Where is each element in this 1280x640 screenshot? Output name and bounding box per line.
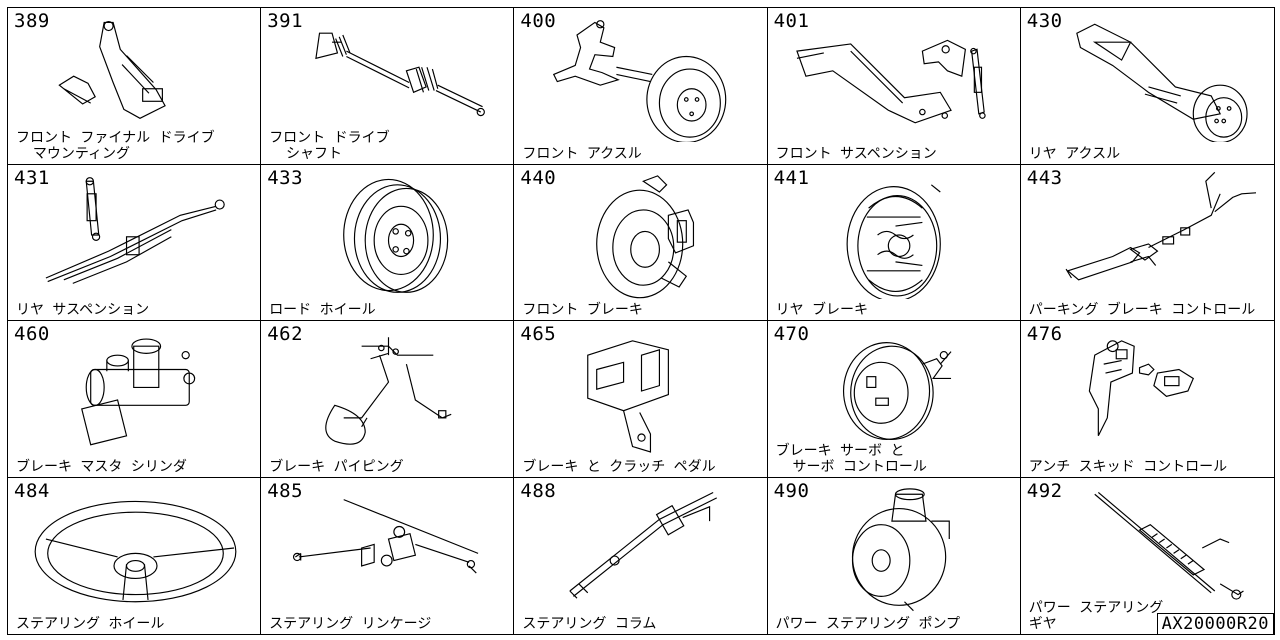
axle-illustration (553, 20, 727, 142)
part-group-465[interactable]: 465 ブレーキ と クラッチ ペダル (514, 321, 768, 478)
parking-brake-illustration (1065, 171, 1256, 280)
column-illustration (569, 491, 718, 599)
part-group-label: フロント ファイナル ドライブ マウンティング (16, 129, 215, 162)
part-group-number: 443 (1026, 166, 1063, 189)
rear-axle-illustration (1075, 23, 1248, 142)
part-group-400[interactable]: 400 フロント アクスル (514, 8, 768, 165)
part-group-443[interactable]: 443 パーキング ブレーキ コントロール (1020, 165, 1274, 321)
part-group-number: 485 (267, 479, 304, 502)
part-group-484[interactable]: 484 ステアリング ホイール (8, 477, 262, 634)
drum-brake-illustration (846, 183, 941, 299)
part-group-label: パワー ステアリング ポンプ (775, 616, 961, 632)
part-group-433[interactable]: 433 ロード ホイール (261, 164, 515, 321)
part-group-label: ブレーキ パイピング (269, 458, 404, 475)
part-group-label: リヤ サスペンション (16, 302, 150, 318)
part-group-number: 430 (1026, 10, 1063, 32)
part-group-490[interactable]: 490 パワー ステアリング ポンプ (768, 477, 1021, 634)
part-group-label: ブレーキ と クラッチ ペダル (522, 458, 716, 475)
part-group-label: リヤ アクスル (1028, 145, 1121, 162)
part-group-number: 484 (14, 479, 50, 502)
part-group-label: フロント ブレーキ (522, 302, 643, 318)
part-group-label: リヤ ブレーキ (775, 302, 869, 318)
part-group-492[interactable]: 492 パワー ステアリング ギヤ (1021, 478, 1274, 635)
servo-illustration (842, 342, 952, 440)
part-group-number: 400 (520, 10, 557, 32)
suspension-illustration (795, 39, 986, 124)
part-group-number: 391 (267, 10, 304, 32)
master-cylinder-illustration (81, 338, 196, 446)
part-group-389[interactable]: 389 フロント ファイナル ドライブ マウンティング (8, 8, 262, 165)
part-group-number: 431 (14, 166, 50, 189)
part-group-label: ブレーキ サーボ と サーボ コントロール (775, 442, 927, 475)
part-group-number: 401 (773, 10, 810, 32)
piping-illustration (325, 337, 452, 445)
gear-illustration (1094, 491, 1244, 600)
part-group-number: 460 (14, 323, 50, 345)
part-group-label: パワー ステアリング ギヤ (1028, 600, 1164, 632)
part-group-label: ロード ホイール (269, 302, 376, 318)
disc-brake-illustration (596, 174, 695, 298)
part-group-label: ステアリング コラム (522, 616, 657, 632)
steering-wheel-illustration (34, 500, 237, 602)
pedal-illustration (587, 340, 670, 453)
part-group-label: フロント アクスル (522, 145, 642, 162)
part-group-441[interactable]: 441 リヤ ブレーキ (767, 164, 1021, 321)
part-group-470[interactable]: 470 ブレーキ サーボ と サーボ コントロール (767, 321, 1021, 478)
part-group-number: 433 (267, 166, 304, 189)
part-group-number: 465 (520, 323, 557, 345)
part-group-number: 488 (520, 479, 557, 502)
part-group-number: 440 (520, 166, 557, 189)
part-group-485[interactable]: 485 ステアリング リンケージ (261, 477, 515, 634)
part-group-label: フロント ドライブ シャフト (269, 129, 390, 162)
shaft-illustration (315, 32, 486, 117)
part-group-label: フロント サスペンション (775, 145, 937, 162)
part-group-391[interactable]: 391 フロント ドライブ シャフト (261, 8, 515, 165)
part-group-label: ブレーキ マスタ シリンダ (16, 458, 187, 475)
leaf-spring-illustration (45, 176, 225, 284)
part-group-number: 476 (1026, 323, 1063, 345)
part-group-number: 492 (1026, 479, 1063, 502)
part-group-460[interactable]: 460 ブレーキ マスタ シリンダ (8, 321, 262, 478)
part-group-462[interactable]: 462 ブレーキ パイピング (261, 321, 515, 478)
diagram-code: AX20000R20 (1156, 613, 1274, 635)
wheel-illustration (343, 178, 449, 293)
mount-illustration (58, 20, 166, 119)
part-group-label: ステアリング ホイール (16, 616, 165, 632)
part-group-430[interactable]: 430 リヤ アクスル (1020, 8, 1274, 165)
part-group-label: パーキング ブレーキ コントロール (1028, 302, 1256, 318)
pump-illustration (851, 487, 950, 611)
part-group-label: ステアリング リンケージ (269, 616, 432, 632)
part-group-number: 389 (14, 10, 50, 32)
part-group-label: アンチ スキッド コントロール (1028, 458, 1228, 475)
part-group-476[interactable]: 476 アンチ スキッド コントロール (1020, 321, 1274, 478)
part-group-number: 490 (773, 479, 810, 502)
part-group-431[interactable]: 431 リヤ サスペンション (8, 164, 262, 321)
part-group-number: 470 (773, 323, 810, 345)
part-group-488[interactable]: 488 ステアリング コラム (514, 477, 768, 634)
part-group-number: 441 (773, 166, 810, 189)
part-group-401[interactable]: 401 フロント サスペンション (767, 8, 1021, 165)
parts-index-grid: 389 フロント ファイナル ドライブ マウンティング 391 フロント ドライブ シ… (7, 7, 1275, 635)
part-group-number: 462 (267, 323, 304, 345)
linkage-illustration (293, 498, 479, 573)
part-group-440[interactable]: 440 フロント ブレーキ (514, 164, 768, 321)
anti-skid-illustration (1088, 340, 1194, 437)
